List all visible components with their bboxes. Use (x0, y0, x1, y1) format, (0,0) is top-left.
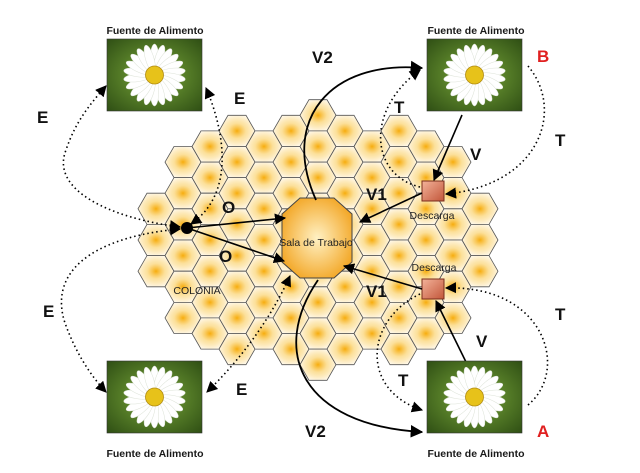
label-e-bottom-inner: E (236, 380, 247, 399)
v-arrow-top (432, 114, 463, 182)
workroom-label: Sala de Trabajo (279, 237, 353, 249)
label-v1-top: V1 (366, 185, 387, 204)
label-e-bottom-outer: E (43, 302, 54, 321)
t-arrow-top-inner (379, 69, 421, 188)
label-v-top: V (470, 145, 482, 164)
o-arrow-bottom (186, 227, 286, 264)
food-source-title: Fuente de Alimento (106, 25, 203, 37)
unload-label-bottom: Descarga (412, 262, 457, 274)
v2-arrow-top (303, 60, 424, 201)
food-source-corner-label: B (537, 47, 549, 66)
label-v-bottom: V (476, 332, 488, 351)
label-v1-bottom: V1 (366, 282, 387, 301)
label-t-top-inner: T (394, 98, 405, 117)
label-t-bottom-inner: T (398, 371, 409, 390)
label-t-top-outer: T (555, 131, 566, 150)
v1-arrow-top (358, 192, 423, 223)
v1-arrow-bottom (342, 263, 423, 290)
label-v2-bottom: V2 (305, 422, 326, 441)
label-o-top: O (222, 198, 235, 217)
unload-label-top: Descarga (410, 210, 455, 222)
t-arrow-bottom-inner (376, 293, 424, 413)
e-arrow-bottom-inner (206, 274, 291, 393)
food-source-corner-label: A (537, 422, 549, 441)
t-arrow-top-outer (444, 65, 546, 199)
o-arrow-top (186, 213, 287, 229)
daisy-photo (106, 38, 203, 112)
label-e-top-outer: E (37, 108, 48, 127)
label-o-bottom: O (219, 247, 232, 266)
food-source-title: Fuente de Alimento (427, 448, 524, 460)
v-arrow-bottom (435, 299, 467, 363)
daisy-photo (106, 360, 203, 434)
v2-arrow-bottom (295, 279, 424, 438)
unload-box-bottom (421, 278, 445, 300)
e-arrow-top-outer (62, 85, 182, 232)
label-v2-top: V2 (312, 48, 333, 67)
food-source-bottom-right: Fuente de Alimento A (426, 360, 549, 460)
food-source-title: Fuente de Alimento (427, 25, 524, 37)
daisy-photo (426, 38, 523, 112)
e-arrow-top-inner (190, 86, 223, 225)
unload-box-top (421, 180, 445, 202)
food-source-top-left: Fuente de Alimento (106, 25, 204, 112)
label-t-bottom-outer: T (555, 305, 566, 324)
colony-label: COLONIA (173, 285, 220, 297)
daisy-photo (426, 360, 523, 434)
workroom (281, 197, 353, 279)
food-source-title: Fuente de Alimento (106, 448, 203, 460)
label-e-top-inner: E (234, 89, 245, 108)
hive-cell (461, 255, 499, 288)
e-arrow-bottom-outer (60, 224, 182, 393)
food-source-top-right: Fuente de Alimento B (426, 25, 549, 112)
food-source-bottom-left: Fuente de Alimento (106, 360, 204, 460)
